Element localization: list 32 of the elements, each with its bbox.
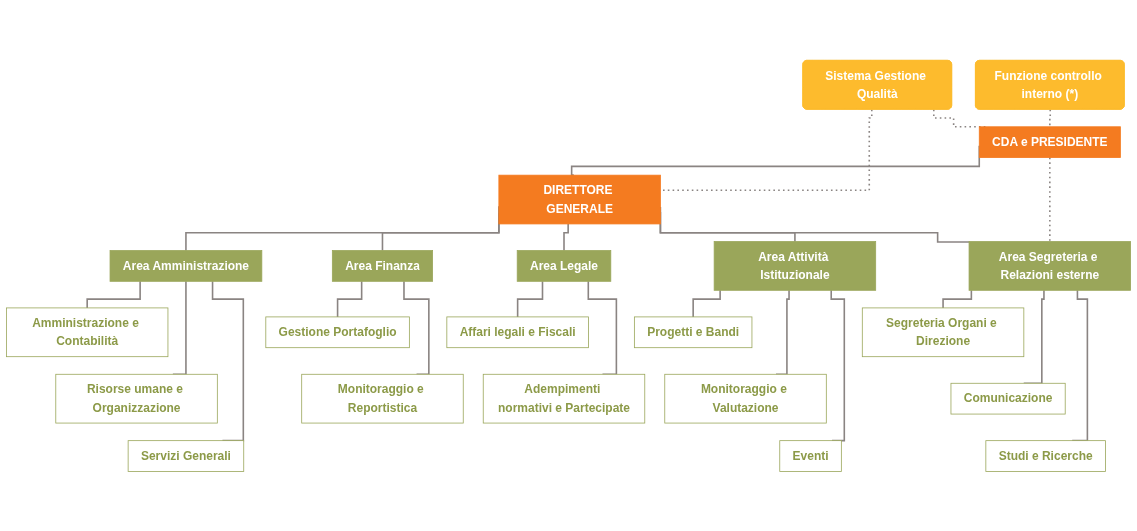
node-box: Area Amministrazione [109, 249, 263, 282]
node-box: Gestione Portafoglio [265, 316, 410, 348]
node-box: Comunicazione [950, 382, 1066, 415]
node-box: Monitoraggio e Valutazione [664, 373, 827, 424]
connector [403, 280, 430, 375]
connector [830, 289, 846, 442]
node-box: Adempimenti normativi e Partecipate [482, 373, 646, 424]
node-box: Area Attività Istituzionale [713, 240, 877, 291]
connector [516, 280, 544, 318]
node-box: Studi e Ricerche [985, 439, 1106, 472]
node-box: Progetti e Bandi [634, 316, 753, 348]
connector [1049, 108, 1052, 128]
node-box: DIRETTORE GENERALE [498, 174, 661, 224]
node-box: Area Segreteria e Relazioni esterne [968, 240, 1131, 291]
connector [587, 280, 618, 375]
node-box: CDA e PRESIDENTE [978, 125, 1121, 158]
node-box: Servizi Generali [127, 439, 245, 472]
connector [692, 289, 721, 318]
node-box: Risorse umane e Organizzazione [55, 373, 218, 424]
node-box: Area Legale [516, 249, 612, 282]
connector [1049, 156, 1051, 242]
connector [563, 222, 569, 251]
node-box: Affari legali e Fiscali [446, 316, 589, 348]
connector [336, 280, 363, 318]
node-box: Amministrazione e Contabilità [6, 307, 169, 357]
node-box: Segreteria Organi e Direzione [861, 307, 1025, 357]
node-box: Area Finanza [331, 249, 433, 282]
connector [942, 289, 973, 309]
node-box: Monitoraggio e Reportistica [301, 373, 464, 424]
connector [86, 280, 141, 309]
connector [211, 280, 245, 442]
node-box: Eventi [779, 439, 842, 472]
